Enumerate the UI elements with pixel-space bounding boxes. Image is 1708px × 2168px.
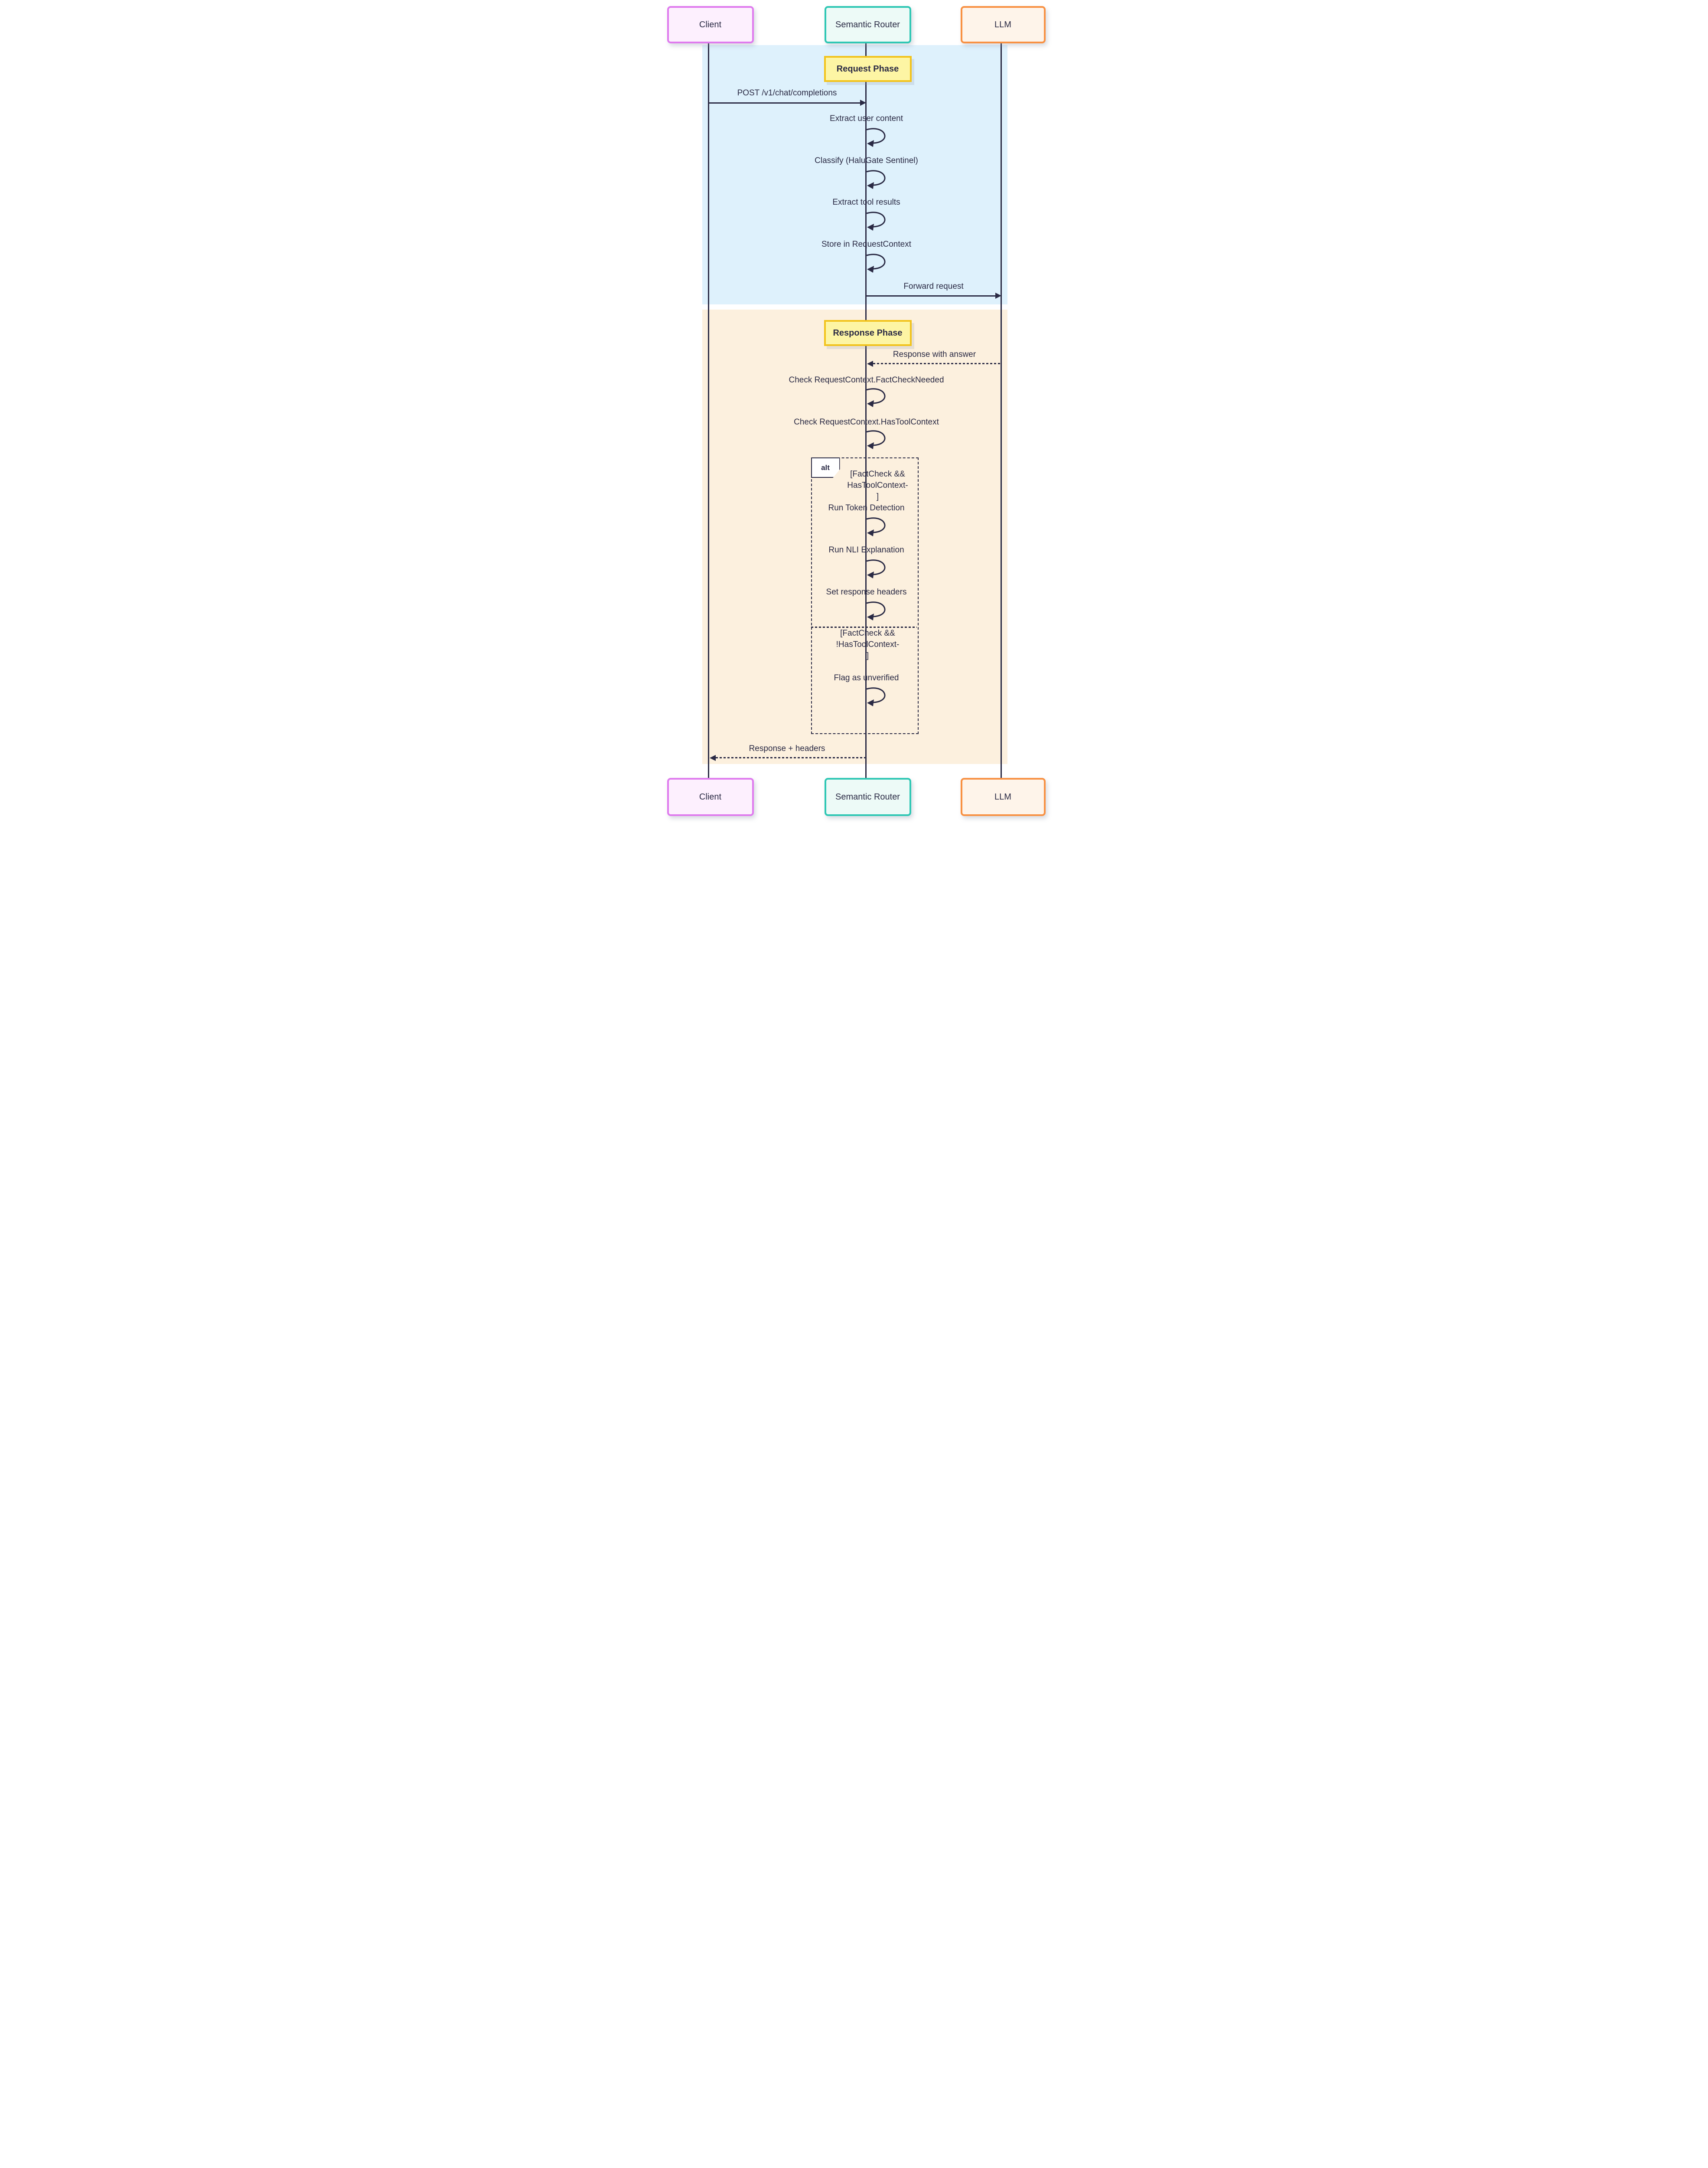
self-loop-arrow <box>866 388 886 407</box>
request-phase-title: Request Phase <box>824 56 912 82</box>
alt-condition-2-line: ] <box>866 651 869 660</box>
alt-condition-1: [FactCheck && HasToolContext- ] <box>834 469 921 503</box>
response-phase-band <box>702 310 1007 764</box>
self-loop-arrow <box>866 212 886 231</box>
self-loop-arrow <box>866 128 886 147</box>
arrow-response-answer-line <box>873 363 1001 364</box>
actor-llm-label: LLM <box>994 792 1011 802</box>
arrow-response-answer-head-icon <box>867 361 873 367</box>
message-set-headers: Set response headers <box>826 588 907 597</box>
alt-condition-2: [FactCheck && !HasToolContext- ] <box>825 628 911 662</box>
self-loop-arrow <box>866 559 886 578</box>
self-loop-arrow <box>866 170 886 189</box>
actor-semantic-router-label: Semantic Router <box>835 20 900 29</box>
self-loop-arrow <box>866 687 886 706</box>
lifeline-semantic-router <box>865 40 867 778</box>
alt-divider <box>811 627 917 628</box>
message-extract-user: Extract user content <box>830 114 903 123</box>
response-phase-title: Response Phase <box>824 320 912 346</box>
actor-semantic-router-top: Semantic Router <box>824 6 911 43</box>
actor-llm-bottom: LLM <box>960 778 1046 816</box>
request-phase-title-label: Request Phase <box>836 64 899 74</box>
request-phase-band <box>702 45 1007 304</box>
message-classify: Classify (HaluGate Sentinel) <box>815 156 918 165</box>
self-loop-arrow <box>866 430 886 449</box>
alt-condition-2-line: [FactCheck && <box>840 629 895 638</box>
response-phase-title-label: Response Phase <box>833 328 903 338</box>
alt-condition-2-line: !HasToolContext- <box>836 640 900 649</box>
alt-label-text: alt <box>821 463 830 472</box>
alt-condition-1-line: [FactCheck && <box>850 470 905 479</box>
actor-client-top: Client <box>667 6 754 43</box>
lifeline-client <box>707 40 709 778</box>
message-check-factcheck: Check RequestContext.FactCheckNeeded <box>789 375 944 385</box>
alt-frame <box>811 457 919 734</box>
self-loop-arrow <box>866 517 886 536</box>
message-flag-unverified: Flag as unverified <box>834 673 899 682</box>
message-extract-tool: Extract tool results <box>832 198 900 207</box>
message-run-nli: Run NLI Explanation <box>828 545 904 555</box>
sequence-diagram: Client Semantic Router LLM Request Phase… <box>640 0 1068 832</box>
arrow-forward-line <box>866 295 995 297</box>
message-store-context: Store in RequestContext <box>821 240 912 249</box>
lifeline-llm <box>1000 40 1002 778</box>
self-loop-arrow <box>866 601 886 620</box>
message-response-answer: Response with answer <box>893 350 976 359</box>
arrow-post-line <box>708 102 860 104</box>
actor-client-label: Client <box>699 792 722 802</box>
message-forward-request: Forward request <box>903 282 964 291</box>
arrow-post-head-icon <box>860 100 866 106</box>
actor-llm-top: LLM <box>960 6 1046 43</box>
self-loop-arrow <box>866 254 886 273</box>
alt-frame-label: alt <box>811 457 840 478</box>
actor-client-label: Client <box>699 20 722 29</box>
alt-condition-1-line: HasToolContext- <box>847 481 908 490</box>
arrow-response-headers-line <box>715 757 866 758</box>
arrow-response-headers-head-icon <box>709 755 716 761</box>
arrow-forward-head-icon <box>995 293 1001 299</box>
alt-condition-1-line: ] <box>876 492 879 501</box>
actor-client-bottom: Client <box>667 778 754 816</box>
message-response-headers: Response + headers <box>749 744 825 753</box>
message-run-token: Run Token Detection <box>828 503 905 513</box>
message-check-hastool: Check RequestContext.HasToolContext <box>794 418 939 427</box>
actor-semantic-router-bottom: Semantic Router <box>824 778 911 816</box>
message-post-completions: POST /v1/chat/completions <box>737 88 837 98</box>
actor-semantic-router-label: Semantic Router <box>835 792 900 802</box>
actor-llm-label: LLM <box>994 20 1011 29</box>
